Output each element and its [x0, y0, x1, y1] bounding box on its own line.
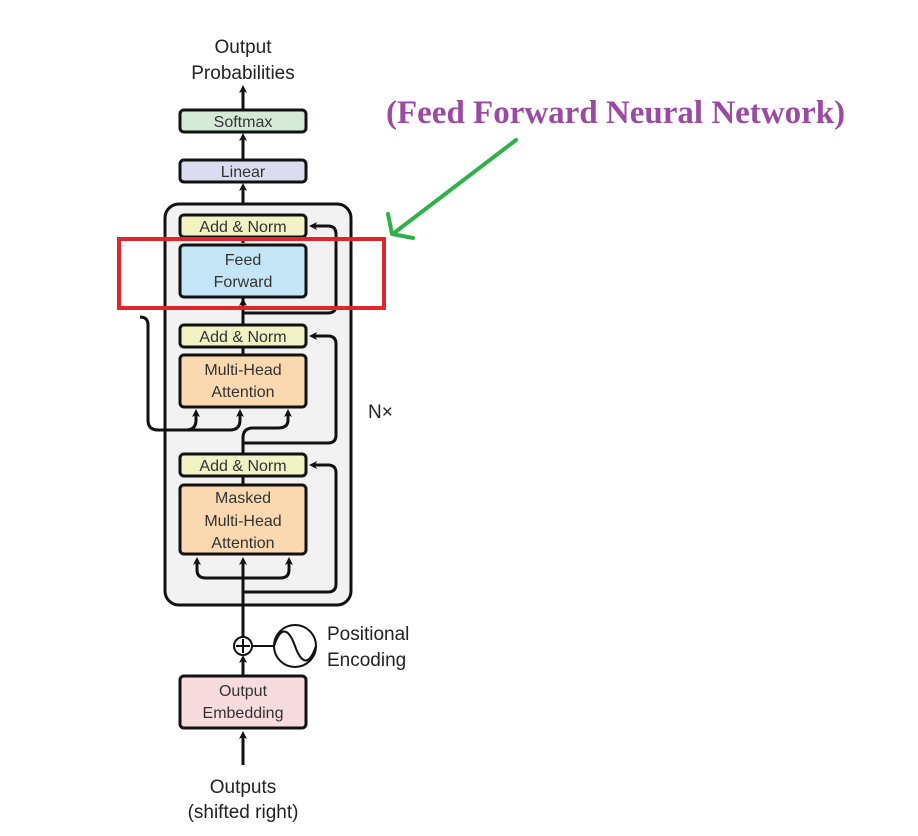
feed-forward-box — [178, 243, 308, 299]
multi-head-attention-label-line1: Multi-Head — [204, 362, 281, 379]
positional-encoding-label-line2: Encoding — [327, 650, 406, 671]
output-embedding-label-line1: Output — [219, 683, 268, 700]
softmax-box — [178, 108, 308, 134]
masked-attention-box — [178, 483, 308, 556]
green-pointer-arrow — [392, 138, 518, 235]
output-probabilities-label-line2: Probabilities — [191, 63, 295, 84]
feed-forward-label-line1: Feed — [225, 252, 261, 269]
output-embedding-box — [178, 674, 308, 730]
green-arrowhead-icon — [386, 212, 415, 240]
annotation-label: (Feed Forward Neural Network) — [386, 95, 845, 131]
add-norm-bottom-box — [178, 452, 308, 478]
masked-attention-label-line2: Multi-Head — [204, 513, 281, 530]
linear-label: Linear — [221, 164, 266, 181]
add-norm-top-label: Add & Norm — [199, 219, 286, 236]
residual-mha — [243, 332, 338, 445]
multi-head-attention-label-line2: Attention — [211, 384, 274, 401]
positional-encoding-label-line1: Positional — [327, 624, 409, 645]
add-norm-mid-box — [178, 323, 308, 349]
repeat-label: N× — [368, 402, 393, 423]
add-norm-bottom-label: Add & Norm — [199, 458, 286, 475]
masked-attention-label-line1: Masked — [215, 490, 271, 507]
masked-input-left — [193, 557, 243, 580]
add-norm-mid-label: Add & Norm — [199, 329, 286, 346]
output-probabilities-label-line1: Output — [214, 37, 272, 58]
residual-masked — [243, 461, 338, 594]
query-input — [241, 409, 292, 450]
highlight-box — [117, 237, 386, 310]
output-embedding-label-line2: Embedding — [203, 705, 284, 722]
outputs-label-line2: (shifted right) — [188, 802, 299, 823]
softmax-label: Softmax — [214, 114, 273, 131]
sine-wave-curve — [273, 630, 317, 662]
residual-ff — [243, 222, 338, 315]
outputs-label-line1: Outputs — [210, 777, 277, 798]
multi-head-attention-box — [178, 353, 308, 409]
encoder-input-key — [139, 315, 200, 432]
encoder-input-value — [186, 409, 244, 432]
masked-attention-label-line3: Attention — [211, 535, 274, 552]
linear-box — [178, 158, 308, 184]
masked-input-right — [243, 557, 293, 580]
feed-forward-label-line2: Forward — [214, 274, 273, 291]
